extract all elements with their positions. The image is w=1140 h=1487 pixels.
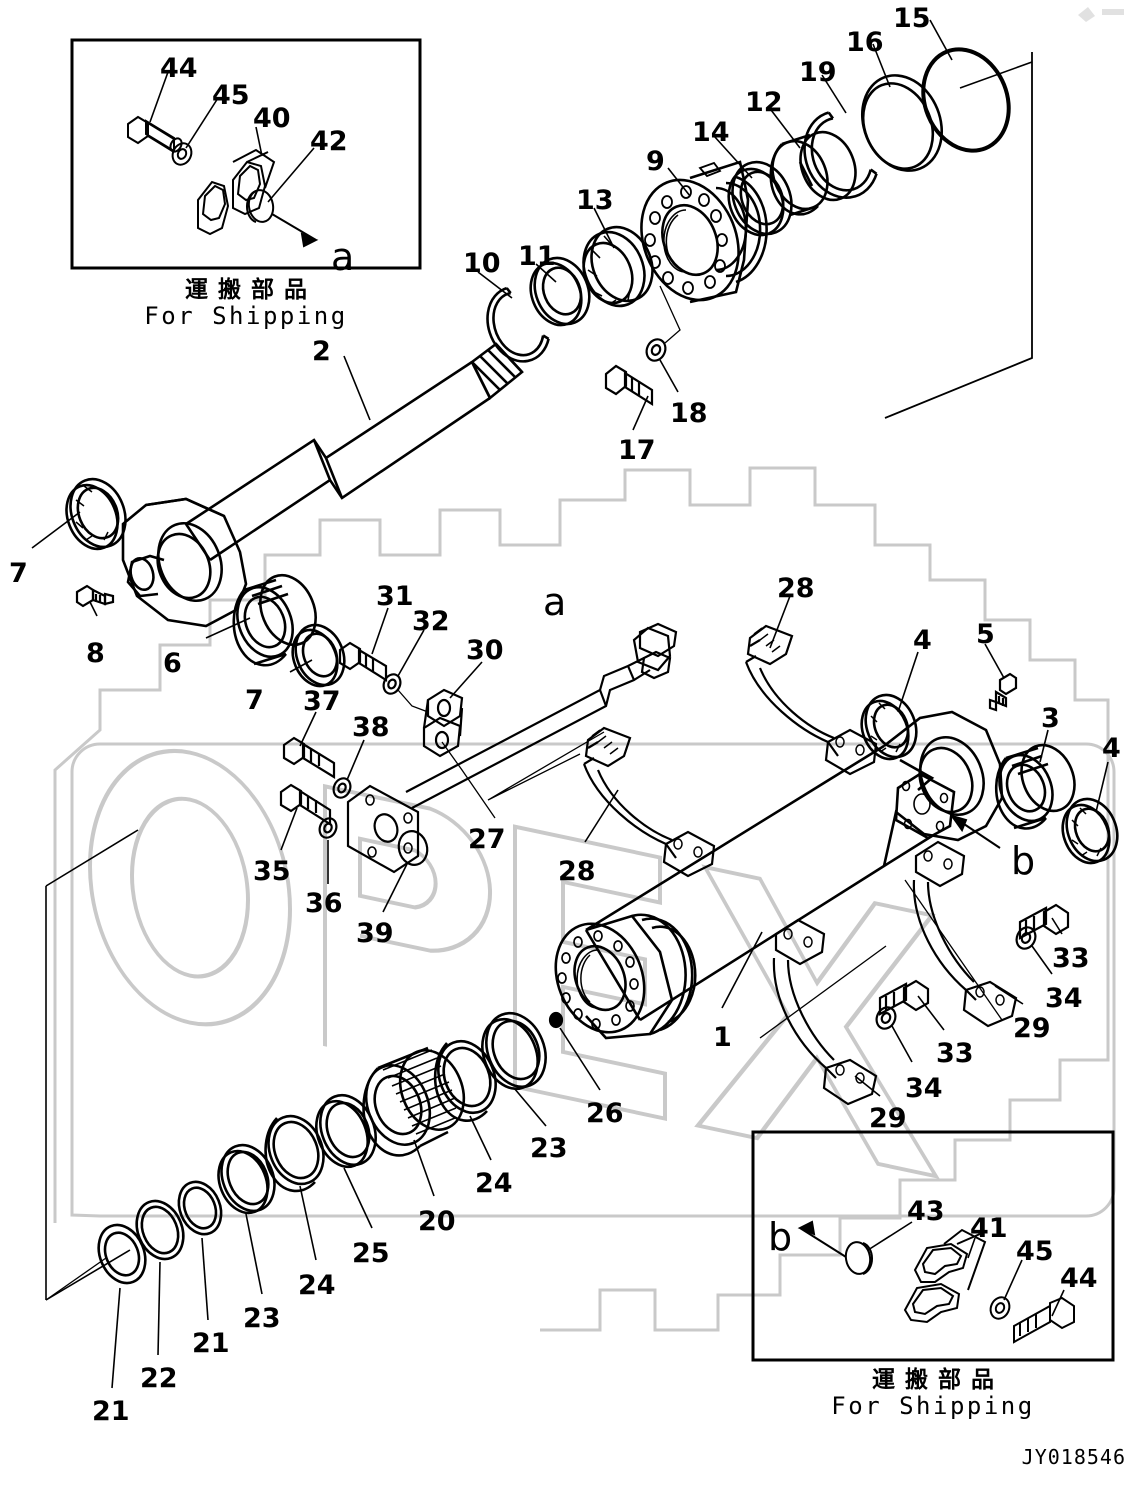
detail-marker-b: b (768, 1215, 793, 1259)
callout-21: 21 (92, 1396, 130, 1427)
shipping-box-bottom-right (751, 1130, 1115, 1362)
callout-1: 1 (713, 1022, 732, 1053)
callout-28: 28 (558, 856, 596, 887)
callout-10: 10 (463, 248, 501, 279)
callout-14: 14 (692, 117, 730, 148)
callout-35: 35 (253, 856, 291, 887)
callout-43: 43 (907, 1196, 945, 1227)
callout-30: 30 (466, 635, 504, 666)
callout-42: 42 (310, 126, 348, 157)
callout-38: 38 (352, 712, 390, 743)
detail-marker-a: a (543, 580, 567, 624)
callout-31: 31 (376, 581, 414, 612)
callout-11: 11 (518, 241, 556, 272)
callout-8: 8 (86, 638, 105, 669)
callout-24: 24 (475, 1168, 513, 1199)
callout-22: 22 (140, 1363, 178, 1394)
callout-24: 24 (298, 1270, 336, 1301)
callout-4: 4 (913, 625, 932, 656)
callout-2: 2 (312, 336, 331, 367)
drawing-number: JY018546 (1021, 1445, 1126, 1469)
shipping-label-top-left: 運搬部品 For Shipping (72, 278, 420, 329)
callout-23: 23 (243, 1303, 281, 1334)
callout-27: 27 (468, 824, 506, 855)
callout-6: 6 (163, 648, 182, 679)
callout-25: 25 (352, 1238, 390, 1269)
callout-28: 28 (777, 573, 815, 604)
shipping-label-jp-top: 運搬部品 (185, 277, 317, 303)
callout-3: 3 (1041, 703, 1060, 734)
callout-7: 7 (9, 558, 28, 589)
detail-marker-b: b (1011, 839, 1036, 883)
cylinder-assembly (45, 595, 1119, 1389)
callout-29: 29 (869, 1103, 907, 1134)
callout-20: 20 (418, 1206, 456, 1237)
callout-32: 32 (412, 606, 450, 637)
callout-16: 16 (846, 27, 884, 58)
callout-5: 5 (976, 619, 995, 650)
callout-19: 19 (799, 57, 837, 88)
shipping-label-bottom-right: 運搬部品 For Shipping (753, 1368, 1113, 1419)
callout-4: 4 (1102, 733, 1121, 764)
callout-18: 18 (670, 398, 708, 429)
callout-13: 13 (576, 185, 614, 216)
shipping-label-en-bottom: For Shipping (831, 1392, 1035, 1421)
callout-29: 29 (1013, 1013, 1051, 1044)
rod-head-assembly (31, 19, 1033, 688)
detail-marker-a: a (331, 235, 355, 279)
callout-37: 37 (303, 686, 341, 717)
callout-33: 33 (936, 1038, 974, 1069)
callout-7: 7 (245, 685, 264, 716)
callout-45: 45 (212, 80, 250, 111)
shipping-label-jp-bottom: 運搬部品 (872, 1367, 1004, 1393)
callout-23: 23 (530, 1133, 568, 1164)
shipping-label-en-top: For Shipping (144, 302, 348, 331)
callout-26: 26 (586, 1098, 624, 1129)
callout-36: 36 (305, 888, 343, 919)
callout-17: 17 (618, 435, 656, 466)
callout-39: 39 (356, 918, 394, 949)
callout-45: 45 (1016, 1236, 1054, 1267)
callout-34: 34 (1045, 983, 1083, 1014)
callout-33: 33 (1052, 943, 1090, 974)
callout-34: 34 (905, 1073, 943, 1104)
callout-44: 44 (160, 53, 198, 84)
callout-12: 12 (745, 87, 783, 118)
callout-44: 44 (1060, 1263, 1098, 1294)
callout-21: 21 (192, 1328, 230, 1359)
callout-40: 40 (253, 103, 291, 134)
callout-41: 41 (970, 1213, 1008, 1244)
watermark (53, 7, 1124, 1332)
callout-9: 9 (646, 146, 665, 177)
shipping-box-top-left (70, 38, 422, 270)
callout-15: 15 (893, 3, 931, 34)
